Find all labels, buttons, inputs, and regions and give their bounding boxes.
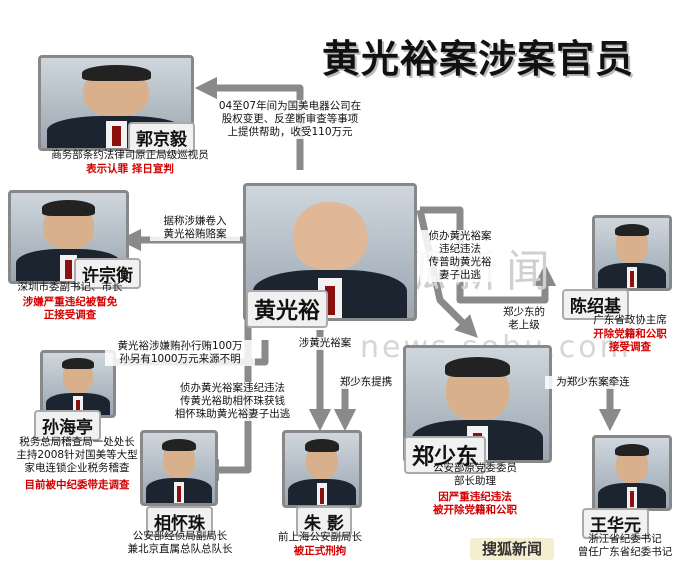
- status-guo-jingyi: 表示认罪 择日宣判: [86, 163, 174, 175]
- portrait-wang-huayuan: [592, 435, 672, 511]
- status-sun-haiting: 目前被中纪委带走调查: [24, 479, 130, 491]
- edge-label-chen: 郑少东的 老上级: [494, 306, 554, 332]
- caption-chen-shaoji: 广东省政协主席: [593, 314, 667, 326]
- status-chen-shaoji: 开除党籍和公职 接受调查: [593, 328, 667, 353]
- edge-label-xu: 据称涉嫌卷入 黄光裕贿赂案: [150, 215, 240, 241]
- edge-label-zheng-right: 侦办黄光裕案 违纪违法 传普助黄光裕 妻子出逃: [420, 230, 500, 282]
- name-guo-jingyi: 郭京毅: [128, 122, 195, 153]
- portrait-xiang-huaizhu: [140, 430, 218, 506]
- sohu-news-logo: 搜狐新闻: [470, 538, 554, 560]
- caption-xu-zongheng: 深圳市委副书记、市长: [17, 281, 123, 293]
- status-zheng-shaodong: 因严重违纪违法 被开除党籍和公职: [433, 491, 517, 516]
- caption-wang-huayuan: 浙江省纪委书记 曾任广东省纪委书记: [577, 533, 673, 558]
- edge-label-xiang: 侦办黄光裕案违纪违法 传黄光裕助相怀珠获钱 相怀珠助黄光裕妻子出逃: [165, 382, 300, 421]
- caption-zheng-shaodong: 公安部原党委委员 部长助理: [433, 462, 517, 487]
- status-xu-zongheng: 涉嫌严重违纪被暂免 正接受调查: [22, 296, 118, 321]
- portrait-zhu-ying: [282, 430, 362, 508]
- name-zhu-ying: 朱 影: [296, 506, 352, 537]
- edge-label-zheng-promote: 郑少东提携: [330, 376, 402, 389]
- caption-guo-jingyi: 商务部条约法律司原正局级巡视员: [51, 149, 209, 161]
- arrow-to-chen: [420, 206, 557, 304]
- name-xiang-huaizhu: 相怀珠: [146, 506, 213, 537]
- edge-label-sun: 黄光裕涉嫌贿孙行贿100万 孙另有1000万元来源不明: [105, 340, 255, 366]
- name-xu-zongheng: 许宗衡: [74, 258, 141, 289]
- page-title: 黄光裕案涉案官员: [322, 37, 635, 81]
- name-chen-shaoji: 陈绍基: [562, 289, 629, 320]
- name-huang-guangyu: 黄光裕: [246, 290, 329, 328]
- name-sun-haiting: 孙海亭: [34, 410, 101, 441]
- caption-xiang-huaizhu: 公安部经侦局副局长 兼北京直属总队总队长: [127, 530, 233, 555]
- edge-label-wang: 为郑少东案牵连: [545, 376, 641, 389]
- caption-zhu-ying: 前上海公安副局长: [278, 531, 362, 543]
- caption-sun-haiting: 税务总局稽查局一处处长 主持2008针对国美等大型 家电连锁企业税务稽查: [16, 436, 138, 474]
- status-zhu-ying: 被正式刑拘: [293, 545, 347, 557]
- arrow-to-xiang: [196, 320, 252, 482]
- edge-label-zhu: 涉黄光裕案: [290, 337, 360, 350]
- portrait-chen-shaoji: [592, 215, 672, 291]
- arrow-to-guo: [194, 76, 304, 170]
- name-wang-huayuan: 王华元: [582, 508, 649, 539]
- edge-label-guo: 04至07年间为国美电器公司在 股权变更、反垄断审查等事项 上提供帮助，收受11…: [210, 100, 370, 139]
- name-zheng-shaodong: 郑少东: [404, 436, 487, 474]
